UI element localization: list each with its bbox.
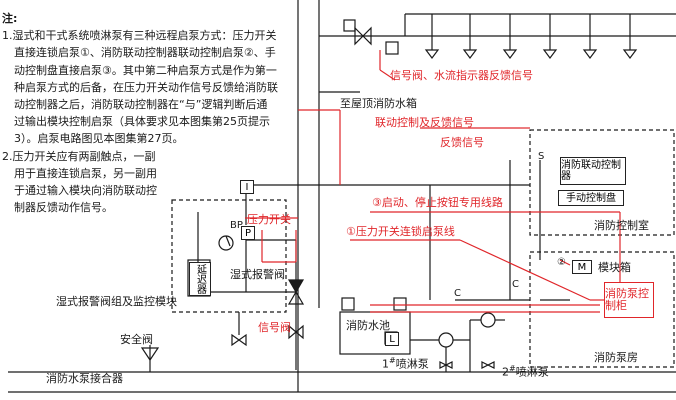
note1-line7: 3）。启泵电路图见本图集第27页。 [14,132,184,146]
safety-valve-symbol [140,347,160,362]
marker-C2: C [512,279,519,290]
manual-panel-box: 手动控制盘 [558,190,624,206]
note1-line1: 1.湿式和干式系统喷淋泵有三种远程启泵方式：压力开关 [2,29,277,43]
label-wet-alarm-valve: 湿式报警阀 [230,268,285,281]
note1-line5: 动控制器之后，消防联动控制器在“与”逻辑判断后通 [14,98,268,112]
note2-line1: 2.压力开关应有两副触点，一副 [2,149,156,163]
notes-panel: 注: 1.湿式和干式系统喷淋泵有三种远程启泵方式：压力开关 直接连锁启泵①、消防… [2,10,308,216]
pump-cabinet-text: 消防泵控制柜 [605,286,649,312]
input-module-I-box: I [240,180,254,194]
label-linkage-control-feedback: 联动控制及反馈信号 [375,116,474,129]
pump-room-box [529,251,675,368]
note1-line2: 直接连锁启泵①、消防联动控制器联动控制启泵②、手 [14,46,276,60]
note2-line2: 用于直接连锁启泵，另一副用 [14,166,157,180]
pump1-sup: # [389,356,396,365]
pump1-number: 1 [382,357,389,371]
control-room-box [529,129,675,236]
module-M-box: M [572,260,592,274]
manual-panel-text: 手动控制盘 [566,192,616,204]
label-to-roof-tank: 至屋顶消防水箱 [340,97,417,110]
level-L-box: L [385,332,399,346]
alarm-valve-symbol [287,279,305,294]
label-pump1: 1#喷淋泵 [382,357,429,370]
note1-line6: 过输出模块控制启泵（具体要求见本图集第25页提示 [14,115,270,129]
delay-device-box: 延迟器 [189,262,211,296]
pump2-symbol [480,312,496,328]
label-pressure-switch-chain: ①压力开关连锁启泵线 [346,225,455,238]
label-alarm-valve-group: 湿式报警阀组及监控模块 [56,295,177,308]
pump1-text: 喷淋泵 [395,357,429,371]
pump1-symbol [438,332,454,348]
marker-C1: C [454,288,461,299]
label-feedback-signal: 反馈信号 [440,136,484,149]
delay-device-text: 延迟器 [194,264,206,294]
label-pressure-switch: 压力开关 [247,213,291,226]
bottom-signal-valve [288,324,304,340]
top-signal-valve [354,26,372,46]
note-item-1: 1.湿式和干式系统喷淋泵有三种远程启泵方式：压力开关 直接连锁启泵①、消防联动控… [2,27,308,147]
marker-S: S [538,151,545,162]
pump2-text: 喷淋泵 [515,365,549,379]
input-module-I-text: I [245,181,249,193]
sprinkler-heads [424,14,638,59]
note-item-2: 2.压力开关应有两副触点，一副 用于直接连锁启泵，另一副用 于通过输入模块向消防… [2,148,164,217]
water-flow-indicator [385,41,399,55]
pump2-sup: # [509,364,516,373]
label-manual-start-stop: ③启动、停止按钮专用线路 [372,196,503,209]
label-control-room: 消防控制室 [594,219,649,232]
marker-2: ② [557,257,566,268]
label-safety-valve: 安全阀 [120,333,153,346]
note1-line4: 种启泵方式的后备，在压力开关动作信号反馈给消防联 [14,80,278,94]
label-fire-pool: 消防水池 [346,319,390,332]
label-signal-valve: 信号阀 [258,321,291,334]
pump2-number: 2 [502,365,509,379]
level-L-text: L [389,333,395,345]
alarm-valve-group-box [171,199,287,313]
pressure-gauge [218,235,234,251]
linkage-controller-box: 消防联动控制器 [560,157,626,185]
note2-line3: 于通过输入模块向消防联动控 [14,184,157,198]
pump-cabinet-box: 消防泵控制柜 [604,282,654,318]
marker-BP: BP [230,220,243,231]
notes-heading: 注: [2,12,18,25]
label-pump-adapter: 消防水泵接合器 [46,372,123,385]
pressure-switch-P-text: P [244,227,252,239]
label-signal-valve-feedback: 信号阀、水流指示器反馈信号 [390,69,533,82]
linkage-controller-text: 消防联动控制器 [561,160,621,182]
note2-line4: 制器反馈动作信号。 [14,201,113,215]
label-module-box: 模块箱 [598,261,631,274]
note1-line3: 动控制盘直接启泵③。其中第二种启泵方式是作为第一 [14,63,277,77]
label-pump-room: 消防泵房 [594,351,638,364]
label-pump2: 2#喷淋泵 [502,365,549,378]
module-M-text: M [577,261,587,273]
pressure-switch-P-box: P [241,226,255,240]
